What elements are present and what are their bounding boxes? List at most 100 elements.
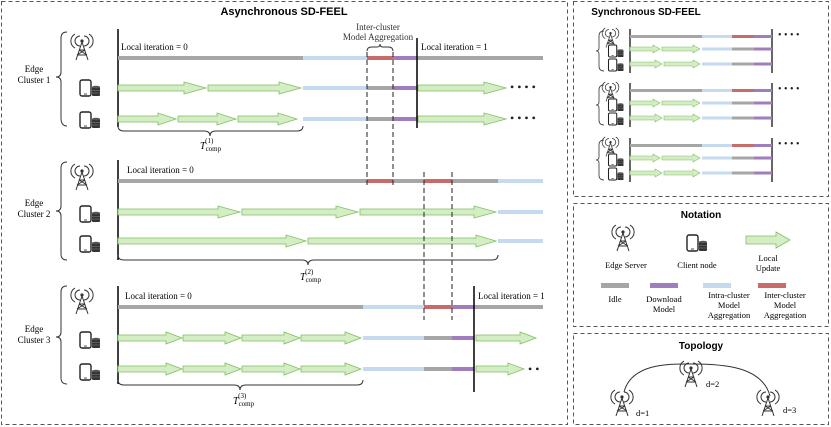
idle-bar — [630, 89, 702, 92]
cluster-2-brace — [55, 161, 68, 261]
client-node-icon — [79, 331, 101, 349]
intra-cluster-bar — [702, 144, 732, 147]
idle-bar — [732, 47, 754, 51]
sync-panel-frame — [573, 1, 829, 197]
client-node-icon — [686, 234, 708, 252]
continuation-dots: • • • • — [778, 84, 800, 95]
inter-cluster-bar — [732, 35, 754, 38]
intra-cluster-bar — [702, 116, 732, 120]
inter-cluster-bar — [367, 179, 393, 183]
client-2-updates — [117, 234, 498, 248]
tcomp-label: Tcomp(2) — [300, 268, 322, 284]
notation-intra-line2: Model — [718, 300, 741, 310]
idle-bar — [367, 86, 393, 90]
local-iteration-next: Local iteration = 1 — [421, 42, 488, 52]
notation-panel-frame — [573, 203, 829, 327]
local-update-arrow — [417, 81, 508, 95]
local-update-arrow — [661, 98, 701, 108]
local-update-arrow — [629, 153, 661, 163]
cluster-1: Edge Cluster 1 Local iteration = 0 Local… — [18, 29, 543, 153]
cluster-2-label-line2: Cluster 2 — [18, 209, 51, 219]
idle-bar — [474, 305, 543, 309]
download-bar — [754, 144, 772, 147]
idle-bar — [393, 179, 424, 183]
notation-client-node: Client node — [677, 260, 717, 270]
edge-server-icon — [756, 389, 780, 417]
topology-title: Topology — [679, 341, 724, 352]
local-update-arrow — [475, 331, 538, 345]
idle-bar — [118, 305, 363, 309]
notation-intra-line3: Aggregation — [708, 310, 751, 320]
intra-cluster-swatch — [703, 283, 731, 288]
inter-cluster-bar — [424, 179, 452, 183]
cluster-1-label-line1: Edge — [25, 64, 44, 74]
intra-cluster-bar — [702, 101, 732, 105]
intra-cluster-bar — [702, 62, 732, 66]
edge-server-icon — [70, 287, 94, 315]
download-bar — [452, 305, 474, 309]
topology-panel-frame — [573, 333, 829, 425]
intra-cluster-bar — [303, 56, 367, 60]
cluster-1-brace — [55, 31, 68, 127]
local-update-arrow — [663, 113, 701, 123]
sync-cluster-brace — [595, 84, 605, 126]
inter-cluster-brace — [366, 43, 394, 52]
inter-cluster-label-line1: Inter-cluster — [356, 22, 400, 32]
download-bar — [452, 336, 474, 340]
idle-bar — [732, 116, 754, 120]
download-bar — [754, 171, 772, 175]
inter-cluster-guides — [366, 52, 453, 320]
notation-title: Notation — [681, 210, 722, 221]
cluster-2: Edge Cluster 2 Local iteration = 0 Tcomp… — [18, 160, 543, 284]
intra-cluster-bar — [363, 367, 424, 371]
sync-cluster-brace — [595, 139, 605, 181]
download-bar — [393, 86, 417, 90]
idle-bar — [367, 117, 393, 121]
cluster-3-brace — [55, 285, 68, 385]
client-node-icon — [607, 112, 625, 126]
download-bar — [754, 116, 772, 120]
download-bar — [754, 156, 772, 160]
client-1-updates — [117, 331, 363, 345]
intra-cluster-bar — [363, 336, 424, 340]
idle-bar — [118, 56, 303, 60]
inter-cluster-swatch — [758, 283, 786, 288]
notation-idle: Idle — [608, 294, 621, 304]
local-update-arrow — [663, 168, 701, 178]
async-panel-frame — [1, 1, 568, 425]
local-update-arrow — [661, 44, 701, 54]
continuation-dots: • • • • — [778, 30, 800, 41]
continuation-dots: • • • • — [510, 111, 536, 125]
edge-server-icon — [610, 389, 634, 417]
tcomp-brace — [117, 125, 304, 137]
download-swatch — [650, 283, 678, 288]
local-update-arrow — [629, 44, 661, 54]
intra-cluster-bar — [702, 35, 732, 38]
local-update-arrow — [745, 231, 791, 249]
local-iteration-start: Local iteration = 0 — [127, 165, 194, 175]
download-bar — [754, 101, 772, 105]
download-bar — [754, 62, 772, 66]
intra-cluster-bar — [303, 86, 367, 90]
idle-swatch — [601, 283, 629, 288]
topology-d3: d=3 — [783, 405, 796, 415]
topology-d2: d=2 — [706, 379, 719, 389]
edge-server-icon — [679, 360, 703, 388]
idle-bar — [732, 62, 754, 66]
edge-server-icon — [611, 224, 635, 252]
sync-title: Synchronous SD-FEEL — [591, 7, 700, 18]
notation-download-line2: Model — [653, 304, 676, 314]
download-bar — [393, 56, 417, 60]
cluster-3-label-line1: Edge — [25, 324, 44, 334]
edge-server-icon — [70, 163, 94, 191]
cluster-1-label-line2: Cluster 1 — [18, 75, 51, 85]
topology-link — [623, 363, 771, 397]
local-iteration-next: Local iteration = 1 — [478, 291, 545, 301]
continuation-dots: • • — [528, 362, 539, 376]
idle-bar — [424, 336, 452, 340]
local-update-arrow — [661, 153, 701, 163]
notation-inter-line2: Model — [774, 300, 797, 310]
idle-bar — [630, 35, 702, 38]
intra-cluster-bar — [702, 47, 732, 51]
async-title: Asynchronous SD-FEEL — [220, 6, 347, 18]
